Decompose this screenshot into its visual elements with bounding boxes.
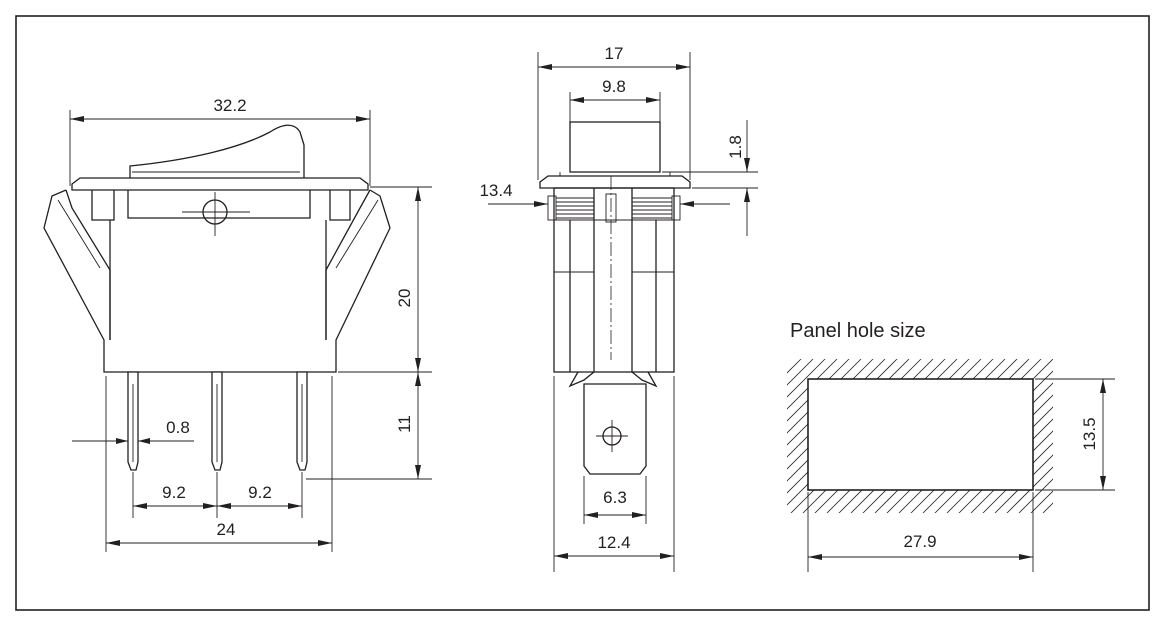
front-terminals (127, 371, 308, 471)
dim-pitch-left: 9.2 (162, 483, 186, 502)
panel-hole: Panel hole size (787, 320, 1053, 513)
side-view (539, 121, 691, 475)
flange (71, 177, 369, 191)
dim-hole-height: 13.5 (1080, 417, 1099, 450)
panel-hole-dimensions: 27.9 13.5 (807, 378, 1115, 572)
dim-body-depth: 12.4 (597, 533, 630, 552)
dim-rocker-height: 1.8 (726, 135, 745, 159)
dim-front-width: 32.2 (213, 96, 246, 115)
side-body (553, 187, 675, 373)
dim-terminal-span: 24 (217, 520, 236, 539)
side-dimensions: 17 9.8 1.8 13.4 6.3 12.4 (479, 44, 758, 572)
side-terminal (583, 383, 647, 475)
dim-terminal-width: 6.3 (603, 488, 627, 507)
dim-panel-thickness: 13.4 (479, 181, 512, 200)
side-rocker (569, 121, 661, 173)
dim-body-height: 20 (395, 289, 414, 308)
dim-rocker-width: 9.8 (602, 77, 626, 96)
panel-hole-label: Panel hole size (790, 320, 926, 342)
dim-terminal-thickness: 0.8 (166, 418, 190, 437)
housing (43, 189, 391, 373)
dim-pitch-right: 9.2 (248, 483, 272, 502)
dim-terminal-length: 11 (395, 415, 414, 433)
dim-hole-width: 27.9 (903, 532, 936, 551)
panel-hole-cutout (807, 378, 1034, 491)
rocker (129, 124, 305, 181)
front-dimensions: 32.2 20 11 0.8 9.2 9.2 (69, 96, 432, 552)
dim-side-flange-width: 17 (605, 44, 624, 63)
drawing-frame (15, 15, 1150, 611)
front-view (43, 124, 391, 471)
